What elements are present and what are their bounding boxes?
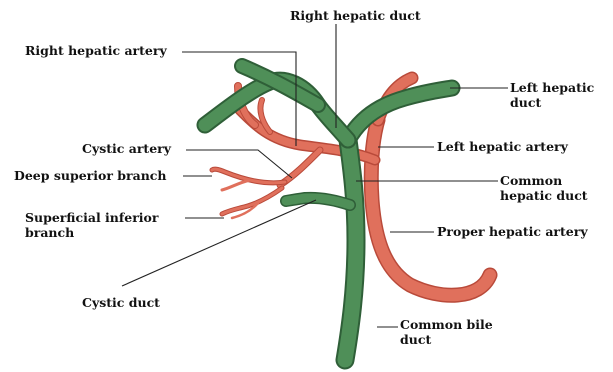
label-left-hepatic-duct: Left hepatic duct: [510, 80, 594, 110]
label-cystic-artery: Cystic artery: [82, 141, 171, 156]
label-cystic-duct: Cystic duct: [82, 295, 160, 310]
label-superficial-inferior-branch: Superficial inferior branch: [25, 210, 158, 240]
label-right-hepatic-duct: Right hepatic duct: [290, 8, 421, 23]
label-superficial-inferior-branch-line2: branch: [25, 225, 158, 240]
label-common-hepatic-duct: Common hepatic duct: [500, 173, 588, 203]
label-right-hepatic-artery: Right hepatic artery: [25, 43, 167, 58]
label-common-bile-duct-line2: duct: [400, 332, 493, 347]
leader-lines: [122, 24, 508, 327]
label-left-hepatic-artery: Left hepatic artery: [437, 139, 568, 154]
label-common-hepatic-duct-line2: hepatic duct: [500, 188, 588, 203]
label-left-hepatic-duct-line1: Left hepatic: [510, 80, 594, 95]
label-deep-superior-branch: Deep superior branch: [14, 168, 166, 183]
leader-cystic-artery: [186, 150, 292, 178]
label-common-hepatic-duct-line1: Common: [500, 173, 588, 188]
label-superficial-inferior-branch-line1: Superficial inferior: [25, 210, 158, 225]
label-proper-hepatic-artery: Proper hepatic artery: [437, 224, 588, 239]
label-common-bile-duct: Common bile duct: [400, 317, 493, 347]
label-common-bile-duct-line1: Common bile: [400, 317, 493, 332]
label-left-hepatic-duct-line2: duct: [510, 95, 594, 110]
